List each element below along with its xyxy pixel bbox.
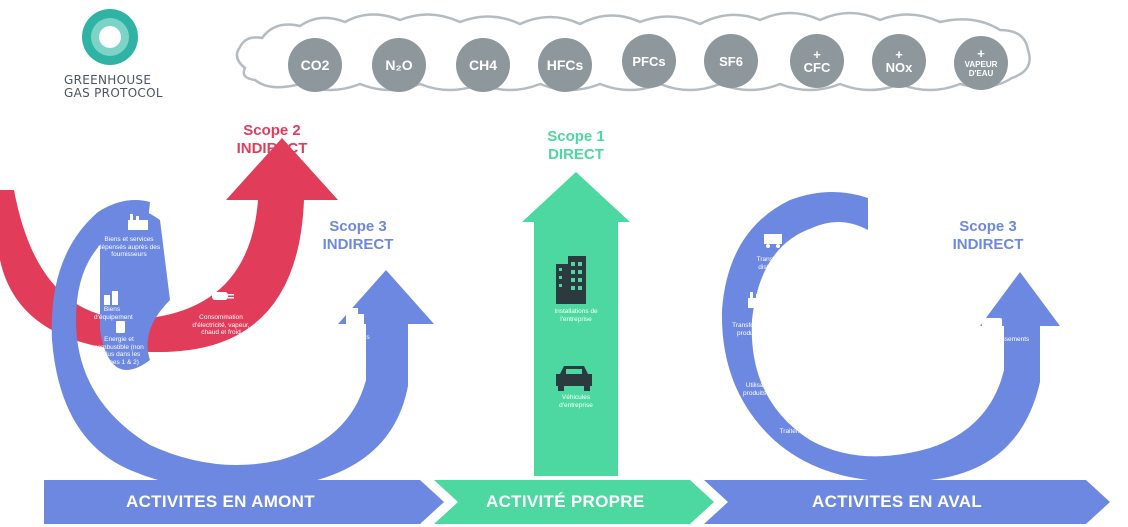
gas-cfc: +CFC: [790, 34, 844, 88]
scope3-up-subtitle: INDIRECT: [322, 236, 394, 253]
scope2-label: Scope 2 INDIRECT: [222, 122, 322, 158]
plane-icon: [266, 412, 292, 424]
gas-vapeur: +VAPEUR D'EAU: [954, 36, 1008, 90]
gas-n2o: N₂O: [372, 38, 426, 92]
gas-plus: +: [813, 47, 821, 62]
label-dechets: Déchets produits par les activités: [178, 430, 238, 445]
shop-icon: [958, 370, 980, 388]
gas-label: CH4: [468, 56, 497, 73]
label-deplacements-pro: Déplacements professionnels: [260, 434, 302, 449]
equipment-icon: [104, 291, 118, 305]
scope3-down-subtitle: INDIRECT: [952, 236, 1024, 253]
train-icon: [322, 354, 336, 372]
label-consommation: Consommation d'électricité, vapeur, chau…: [192, 314, 250, 336]
label-biens-equipement: Biens d'équipement: [94, 306, 133, 321]
scope3-up-title: Scope 3: [329, 218, 387, 235]
building-icon: [346, 308, 364, 328]
factory-down-icon: [748, 292, 768, 308]
logo-line2: GAS PROTOCOL: [64, 86, 163, 100]
label-utilisation: Utilisation des produits vendus: [743, 382, 789, 397]
trash-icon: [200, 411, 216, 427]
bottom-band: [44, 480, 1110, 524]
label-actifs-loues-up: Actifs loués: [336, 334, 370, 341]
gas-label: VAPEUR D'EAU: [964, 60, 998, 78]
money-icon: [982, 318, 1002, 330]
label-fin-de-vie: Traitement en fin de vie des produits ve…: [779, 428, 885, 443]
label-transport-down: Transport et distribution: [756, 256, 792, 271]
truck-icon: [144, 387, 162, 401]
logo-line1: GREENHOUSE: [64, 73, 152, 87]
gas-label: NOx: [885, 60, 913, 75]
label-activites-amont: ACTIVITES EN AMONT: [126, 492, 315, 511]
car-icon: [556, 366, 592, 391]
label-domicile-travail: Déplacements domicile-travail: [307, 376, 351, 391]
gas-pfcs: PFCs: [622, 34, 676, 88]
scope2-subtitle: INDIRECT: [236, 140, 308, 157]
gas-co2: CO2: [288, 38, 342, 92]
gas-sf6: SF6: [704, 34, 758, 88]
plug-icon: [212, 292, 234, 300]
label-franchises: Franchises: [954, 398, 986, 405]
office-building-icon: [556, 256, 586, 304]
label-biens-services: Biens et services dépensés auprès des fo…: [97, 236, 161, 258]
ring-logo-icon: [82, 9, 138, 65]
gas-plus: +: [895, 47, 903, 62]
gas-label: N₂O: [385, 56, 413, 73]
recycle-icon: [820, 400, 836, 416]
scope2-title: Scope 2: [243, 122, 301, 139]
factory-icon: [128, 214, 148, 230]
gas-ch4: CH4: [456, 38, 510, 92]
scope3-down-title: Scope 3: [959, 218, 1017, 235]
label-investissements: Investissements: [982, 336, 1030, 343]
gas-label: CFC: [803, 60, 831, 75]
label-activite-propre: ACTIVITÉ PROPRE: [486, 492, 645, 511]
label-transformation: Transformation des produits vendus: [732, 322, 788, 337]
gas-hfcs: HFCs: [538, 38, 592, 92]
label-activites-aval: ACTIVITES EN AVAL: [812, 492, 983, 511]
scope2-arrow: [0, 138, 338, 352]
label-actifs-loues-down: Actifs loués: [898, 434, 932, 441]
gas-label: PFCs: [632, 53, 666, 69]
scope3-upstream-label: Scope 3 INDIRECT: [308, 218, 408, 254]
scope1-label: Scope 1 DIRECT: [526, 128, 626, 164]
scope1-title: Scope 1: [547, 128, 605, 145]
scope1-arrow: [522, 172, 630, 476]
label-vehicules: Véhicules d'entreprise: [559, 394, 593, 409]
scope1-subtitle: DIRECT: [548, 146, 604, 163]
scope3-downstream-label: Scope 3 INDIRECT: [938, 218, 1038, 254]
bulb-icon: [768, 352, 780, 368]
gas-label: SF6: [719, 53, 743, 69]
fuel-icon: [116, 321, 125, 333]
gas-plus: +: [977, 46, 985, 61]
truck-down-icon: [764, 234, 782, 248]
gas-label: HFCs: [546, 56, 584, 73]
label-transport-up: Transport et distribution: [136, 402, 172, 417]
logo-text: GREENHOUSE GAS PROTOCOL: [64, 74, 184, 100]
label-installations: Installations de l'entreprise: [554, 308, 598, 323]
gas-nox: +NOx: [872, 34, 926, 88]
gas-label: CO2: [300, 56, 330, 73]
building-down-icon: [904, 408, 922, 428]
label-energie: Energie et combustible (non inclus dans …: [94, 336, 144, 366]
